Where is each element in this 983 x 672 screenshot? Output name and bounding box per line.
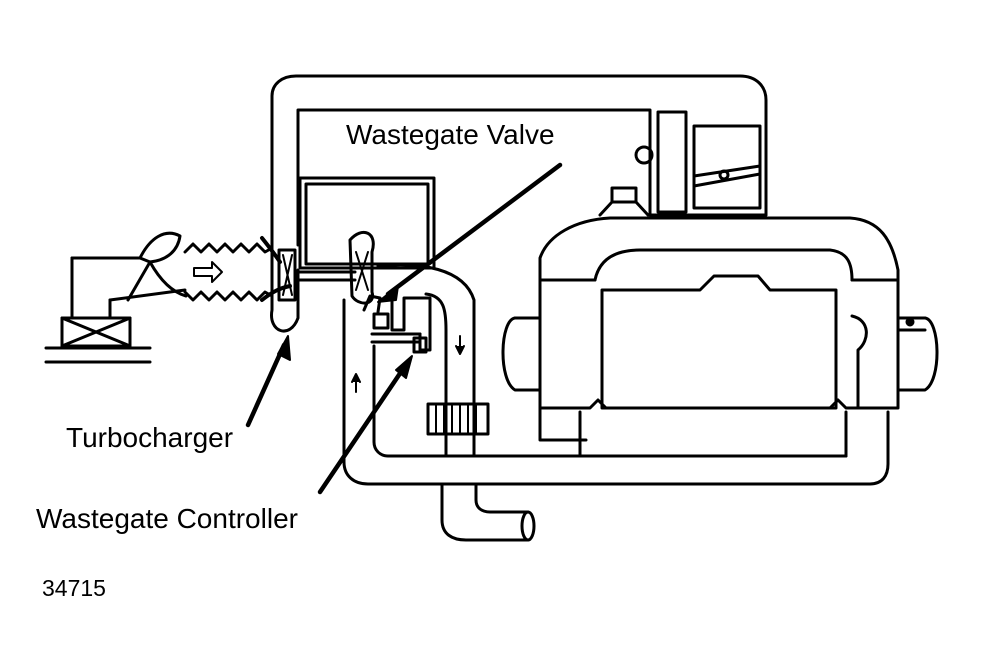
tail-pipe: [440, 482, 536, 542]
intake-flap: [126, 231, 188, 302]
turbocharger: [260, 223, 375, 333]
leader-arrows: [245, 162, 563, 495]
engine-block: [501, 274, 939, 410]
wastegate-assembly: [362, 294, 432, 354]
intake-pipe-loop: [270, 74, 768, 247]
throttle-body: [598, 110, 762, 217]
wastegate-valve-label: Wastegate Valve: [346, 119, 555, 150]
exhaust-pipe: [342, 263, 890, 486]
intake-bellows: [183, 242, 274, 302]
turbocharger-label: Turbocharger: [66, 422, 234, 453]
catalytic-converter: [426, 402, 490, 436]
air-cleaner: [44, 256, 187, 364]
figure-number: 34715: [42, 575, 106, 601]
charge-box: [298, 176, 436, 270]
intake-manifold: [538, 216, 900, 290]
wastegate-controller-label: Wastegate Controller: [36, 503, 298, 534]
